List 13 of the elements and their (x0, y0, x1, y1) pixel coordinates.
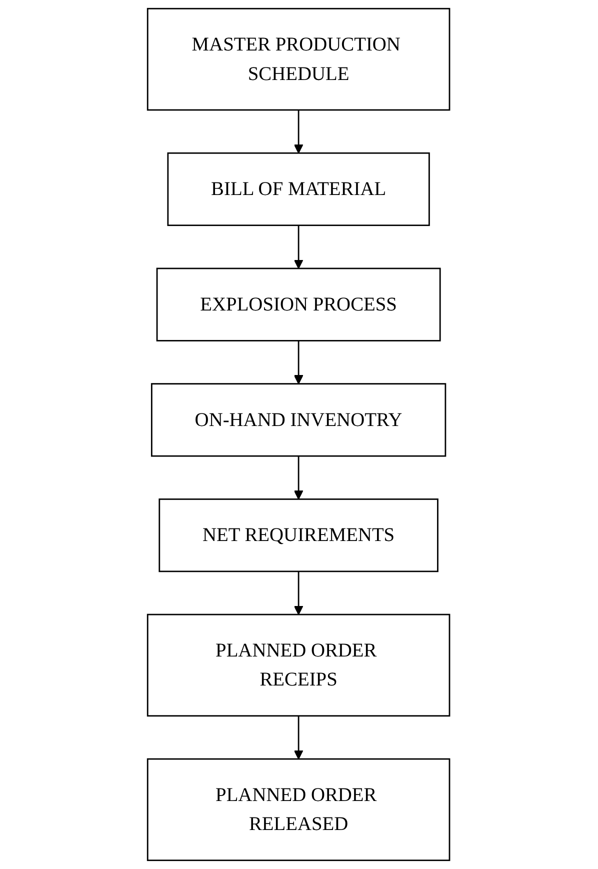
node-box: ON-HAND INVENOTRY (151, 383, 447, 457)
node-box: EXPLOSION PROCESS (156, 268, 442, 342)
arrow (294, 456, 304, 500)
node-box: MASTER PRODUCTION SCHEDULE (147, 8, 451, 111)
arrow (294, 340, 304, 384)
node-box: PLANNED ORDER RELEASED (147, 758, 451, 862)
node-box: NET REQUIREMENTS (159, 498, 439, 572)
arrow (294, 225, 304, 269)
arrow (294, 571, 304, 615)
node-box: BILL OF MATERIAL (168, 152, 430, 226)
arrow (294, 716, 304, 760)
node-box: PLANNED ORDER RECEIPS (147, 614, 451, 717)
arrow (294, 110, 304, 154)
